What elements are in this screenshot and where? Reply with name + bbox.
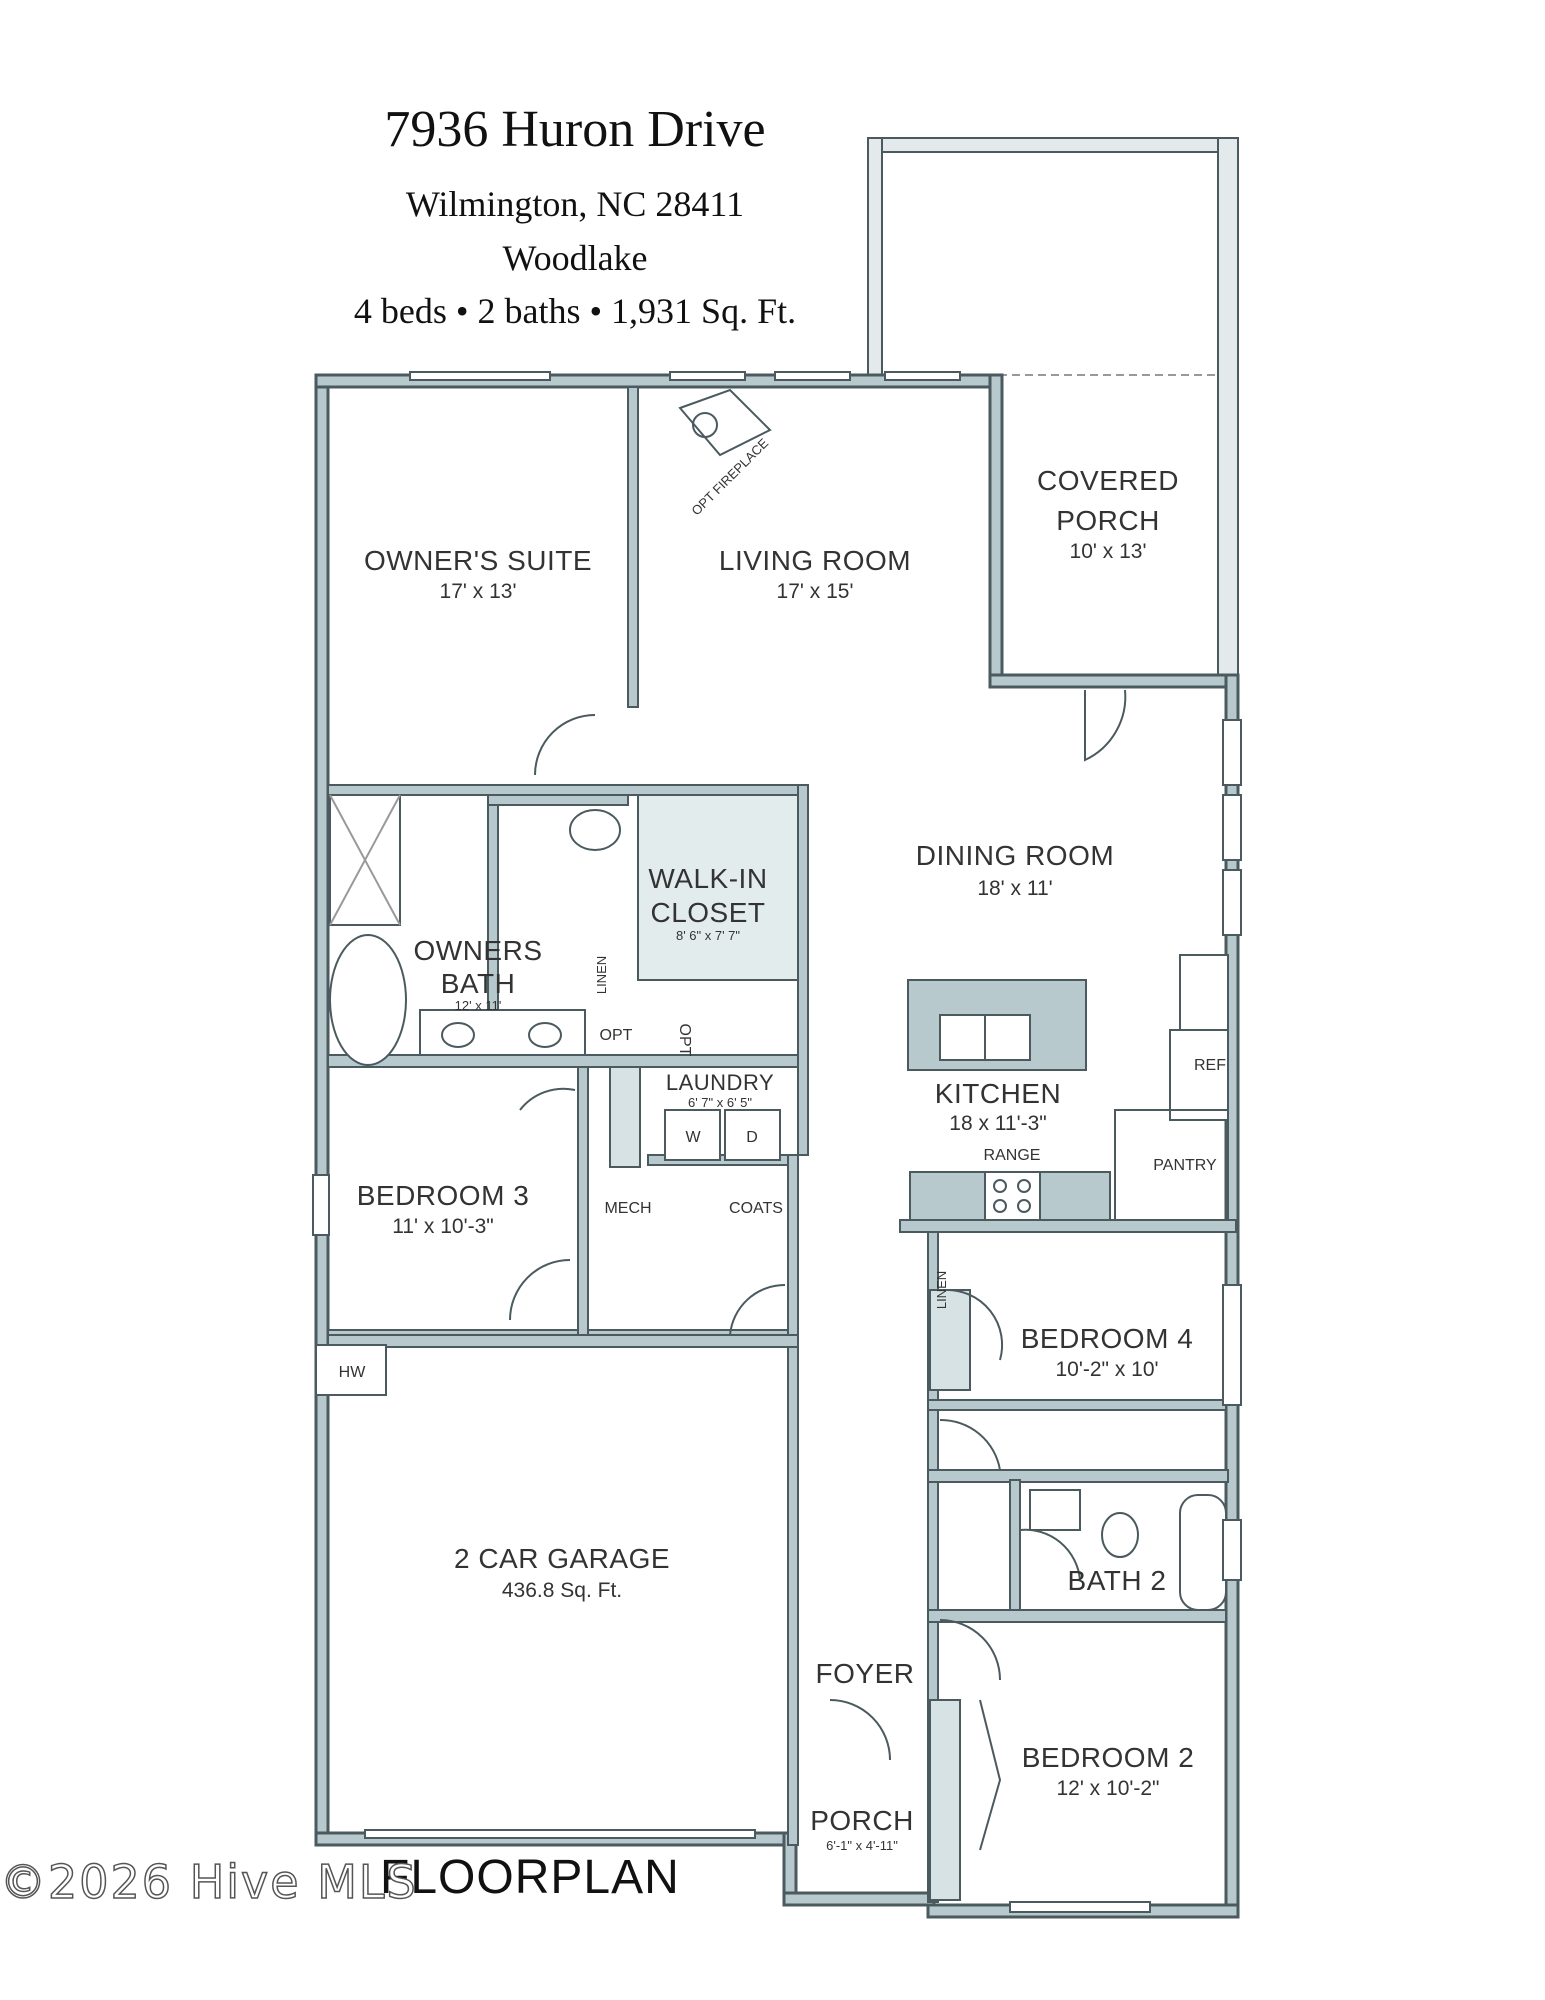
refrigerator-icon [1169,1029,1229,1121]
walk-in-closet-area [637,794,799,981]
bath2-toilet-icon [1101,1512,1139,1558]
opt-label-2: OPT [676,1024,693,1057]
ref-label: REF [1194,1057,1226,1074]
linen-label-1: LINEN [594,956,609,994]
covered-porch-dim: 10' x 13' [1070,540,1147,563]
bedroom-3-label: BEDROOM 3 [357,1180,530,1211]
vanity-icon [419,1009,586,1056]
community-line: Woodlake [502,238,648,278]
bedroom-2-label: BEDROOM 2 [1022,1742,1195,1773]
owners-suite-label: OWNER'S SUITE [364,545,592,576]
owners-bath-label-1: OWNERS [414,935,543,966]
garage-dim: 436.8 Sq. Ft. [502,1579,622,1602]
coats-label: COATS [729,1200,783,1217]
laundry-dim: 6' 7" x 6' 5" [688,1095,752,1110]
covered-porch-label-2: PORCH [1056,505,1160,536]
pantry-label: PANTRY [1153,1157,1217,1174]
porch-label: PORCH [810,1805,914,1836]
linen-label-2: LINEN [934,1271,949,1309]
address-title: 7936 Huron Drive [384,101,766,158]
living-room-dim: 17' x 15' [777,580,854,603]
range-icon [984,1171,1041,1221]
bath-2-label: BATH 2 [1068,1565,1167,1596]
hw-label: HW [339,1364,367,1381]
laundry-label: LAUNDRY [666,1070,774,1095]
mech-label: MECH [604,1200,651,1217]
city-line: Wilmington, NC 28411 [405,184,745,224]
windows [312,371,1242,1913]
living-room-label: LIVING ROOM [719,545,911,576]
dryer-label: D [746,1129,758,1146]
dining-room-label: DINING ROOM [916,840,1114,871]
bedroom-4-dim: 10'-2" x 10' [1055,1358,1158,1381]
bathtub-icon [329,934,407,1066]
dryer-icon [724,1109,781,1161]
walk-in-closet-dim: 8' 6" x 7' 7" [676,928,740,943]
bath2-sink-icon [1029,1489,1081,1531]
owners-bath-dim: 12' x 11' [455,998,502,1013]
walk-in-closet-label-1: WALK-IN [648,863,767,894]
bedroom-3-dim: 11' x 10'-3" [392,1215,493,1238]
floorplan-title: FLOORPLAN [380,1851,680,1904]
opt-label-1: OPT [600,1027,633,1044]
walk-in-closet-label-2: CLOSET [650,897,765,928]
kitchen-label: KITCHEN [935,1078,1061,1109]
dining-room-dim: 18' x 11' [977,877,1052,900]
bedroom-2-dim: 12' x 10'-2" [1056,1777,1159,1800]
toilet-icon [569,809,621,851]
owners-suite-dim: 17' x 13' [440,580,517,603]
door-swings [509,689,1127,1851]
washer-icon [664,1109,721,1161]
foyer-label: FOYER [816,1658,915,1689]
bedroom-4-label: BEDROOM 4 [1021,1323,1194,1354]
porch-dim: 6'-1" x 4'-11" [826,1838,898,1853]
owners-bath-label-2: BATH [441,968,516,999]
covered-porch-label-1: COVERED [1037,465,1179,496]
summary-line: 4 beds • 2 baths • 1,931 Sq. Ft. [353,291,797,331]
kitchen-dim: 18 x 11'-3" [949,1112,1046,1135]
garage-label: 2 CAR GARAGE [454,1543,670,1574]
fireplace-icon [678,388,772,457]
washer-label: W [685,1129,701,1146]
covered-porch-frame [867,137,1239,679]
bath2-tub-icon [1179,1494,1227,1611]
watermark: ©2026 Hive MLS [0,1854,418,1910]
range-label: RANGE [984,1147,1041,1164]
